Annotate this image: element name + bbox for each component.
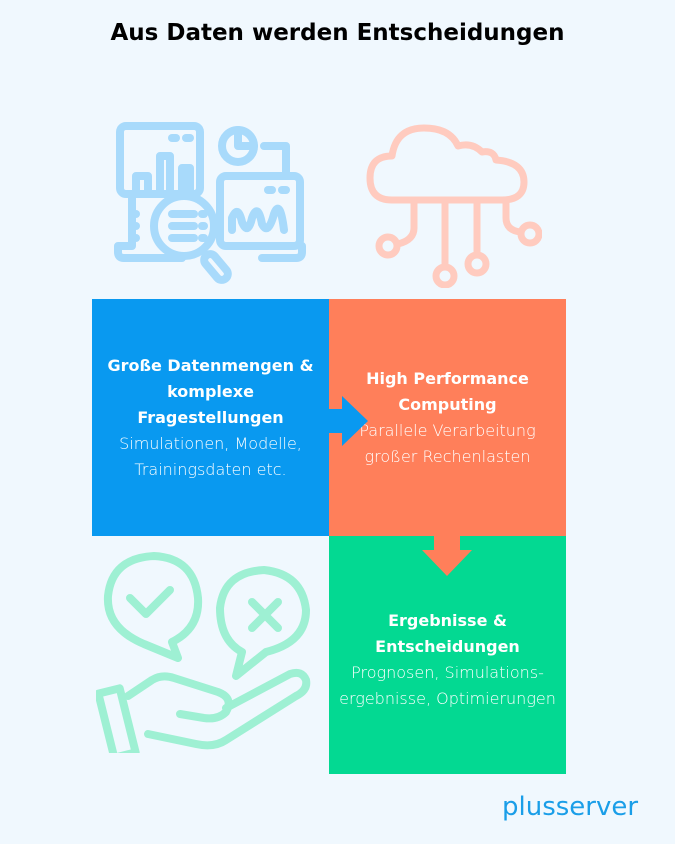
page-title: Aus Daten werden Entscheidungen — [110, 20, 565, 46]
step-data-box: Große Datenmengen & komplexe Fragestellu… — [92, 299, 329, 536]
arrow-right-icon — [326, 396, 368, 446]
step-hpc-box: High Performance Computing Parallele Ver… — [329, 299, 566, 536]
arrow-down-icon — [422, 534, 472, 576]
cloud-network-icon — [366, 124, 542, 288]
step-result-heading: Ergebnisse & Entscheidungen — [375, 611, 520, 656]
hand-decision-icon — [96, 552, 311, 753]
step-result-body: Prognosen, Simulations-ergebnisse, Optim… — [339, 663, 556, 708]
plusserver-logo: plusserver — [502, 792, 639, 822]
step-data-heading: Große Datenmengen & komplexe Fragestellu… — [107, 355, 314, 427]
step-data-body: Simulationen, Modelle, Trainingsdaten et… — [119, 433, 302, 479]
step-result-box: Ergebnisse & Entscheidungen Prognosen, S… — [329, 536, 566, 774]
step-hpc-body: Parallele Verarbeitung großer Rechenlast… — [359, 420, 536, 466]
step-hpc-heading: High Performance Computing — [366, 368, 529, 414]
data-analytics-icon — [114, 122, 306, 284]
